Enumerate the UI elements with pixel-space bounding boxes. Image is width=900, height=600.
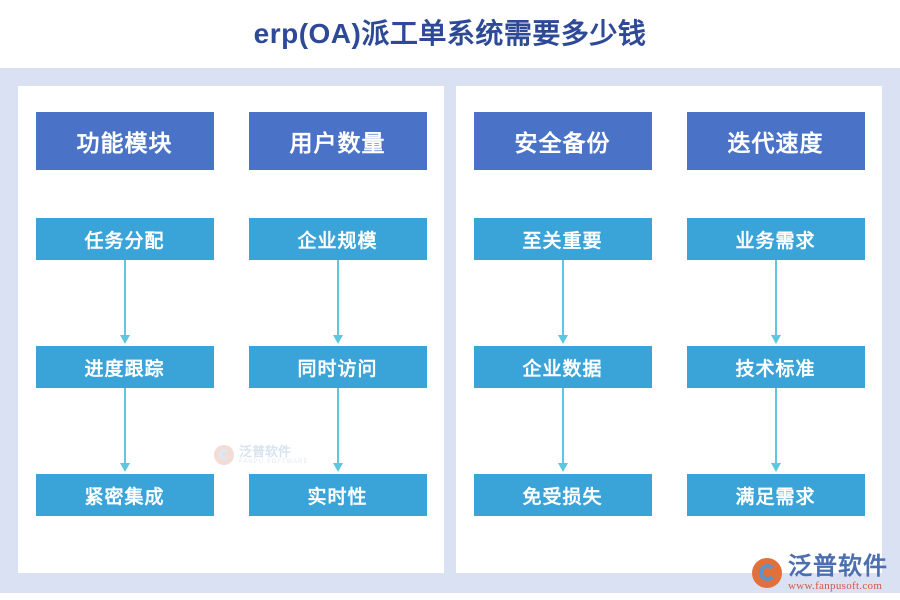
page-title-bar: erp(OA)派工单系统需要多少钱 bbox=[0, 0, 900, 68]
arrow-head bbox=[119, 463, 130, 472]
arrow-head bbox=[770, 463, 781, 472]
brand-logo-icon bbox=[752, 557, 782, 588]
column-gongnengmokuai: 功能模块 任务分配 进度跟踪 紧密集成 bbox=[18, 86, 231, 573]
panel-right: 安全备份 至关重要 企业数据 免受损失 迭代速度 业务需求 bbox=[456, 86, 882, 573]
node-box[interactable]: 企业规模 bbox=[248, 218, 427, 260]
brand-name: 泛普软件 bbox=[788, 552, 888, 580]
column-yonghushuliang: 用户数量 企业规模 同时访问 实时性 bbox=[231, 86, 444, 573]
node-box[interactable]: 企业数据 bbox=[473, 346, 652, 388]
arrow-head bbox=[332, 463, 343, 472]
arrow-shaft bbox=[123, 260, 126, 336]
brand-logo-text: 泛普软件 www.fanpusoft.com bbox=[788, 552, 888, 592]
arrow-shaft bbox=[336, 388, 339, 464]
node-box[interactable]: 实时性 bbox=[248, 474, 427, 516]
arrow-head bbox=[332, 335, 343, 344]
arrow-head bbox=[557, 463, 568, 472]
arrow-shaft bbox=[123, 388, 126, 464]
node-box[interactable]: 技术标准 bbox=[686, 346, 865, 388]
arrow-down-icon bbox=[769, 260, 783, 346]
arrow-head bbox=[770, 335, 781, 344]
column-anquanbeifen: 安全备份 至关重要 企业数据 免受损失 bbox=[456, 86, 669, 573]
arrow-shaft bbox=[336, 260, 339, 336]
node-box[interactable]: 业务需求 bbox=[686, 218, 865, 260]
panel-left: 功能模块 任务分配 进度跟踪 紧密集成 用户数量 企业规模 bbox=[18, 86, 444, 573]
node-box[interactable]: 免受损失 bbox=[473, 474, 652, 516]
column-header-box[interactable]: 迭代速度 bbox=[686, 112, 865, 170]
node-box[interactable]: 同时访问 bbox=[248, 346, 427, 388]
page-title: erp(OA)派工单系统需要多少钱 bbox=[253, 18, 647, 49]
arrow-shaft bbox=[561, 260, 564, 336]
arrow-shaft bbox=[561, 388, 564, 464]
brand-logo: 泛普软件 www.fanpusoft.com bbox=[752, 552, 888, 592]
node-box[interactable]: 至关重要 bbox=[473, 218, 652, 260]
column-header-box[interactable]: 用户数量 bbox=[248, 112, 427, 170]
arrow-down-icon bbox=[118, 388, 132, 474]
arrow-head bbox=[557, 335, 568, 344]
node-box[interactable]: 任务分配 bbox=[35, 218, 214, 260]
brand-url: www.fanpusoft.com bbox=[788, 579, 883, 592]
node-box[interactable]: 满足需求 bbox=[686, 474, 865, 516]
arrow-shaft bbox=[774, 260, 777, 336]
column-header-box[interactable]: 功能模块 bbox=[35, 112, 214, 170]
arrow-head bbox=[119, 335, 130, 344]
arrow-down-icon bbox=[556, 260, 570, 346]
arrow-shaft bbox=[774, 388, 777, 464]
node-box[interactable]: 紧密集成 bbox=[35, 474, 214, 516]
arrow-down-icon bbox=[556, 388, 570, 474]
arrow-down-icon bbox=[769, 388, 783, 474]
arrow-down-icon bbox=[118, 260, 132, 346]
diagram-frame: 功能模块 任务分配 进度跟踪 紧密集成 用户数量 企业规模 bbox=[0, 68, 900, 593]
node-box[interactable]: 进度跟踪 bbox=[35, 346, 214, 388]
column-header-box[interactable]: 安全备份 bbox=[473, 112, 652, 170]
arrow-down-icon bbox=[331, 260, 345, 346]
arrow-down-icon bbox=[331, 388, 345, 474]
panel-container: 功能模块 任务分配 进度跟踪 紧密集成 用户数量 企业规模 bbox=[18, 86, 882, 573]
column-diedaisudu: 迭代速度 业务需求 技术标准 满足需求 bbox=[669, 86, 882, 573]
